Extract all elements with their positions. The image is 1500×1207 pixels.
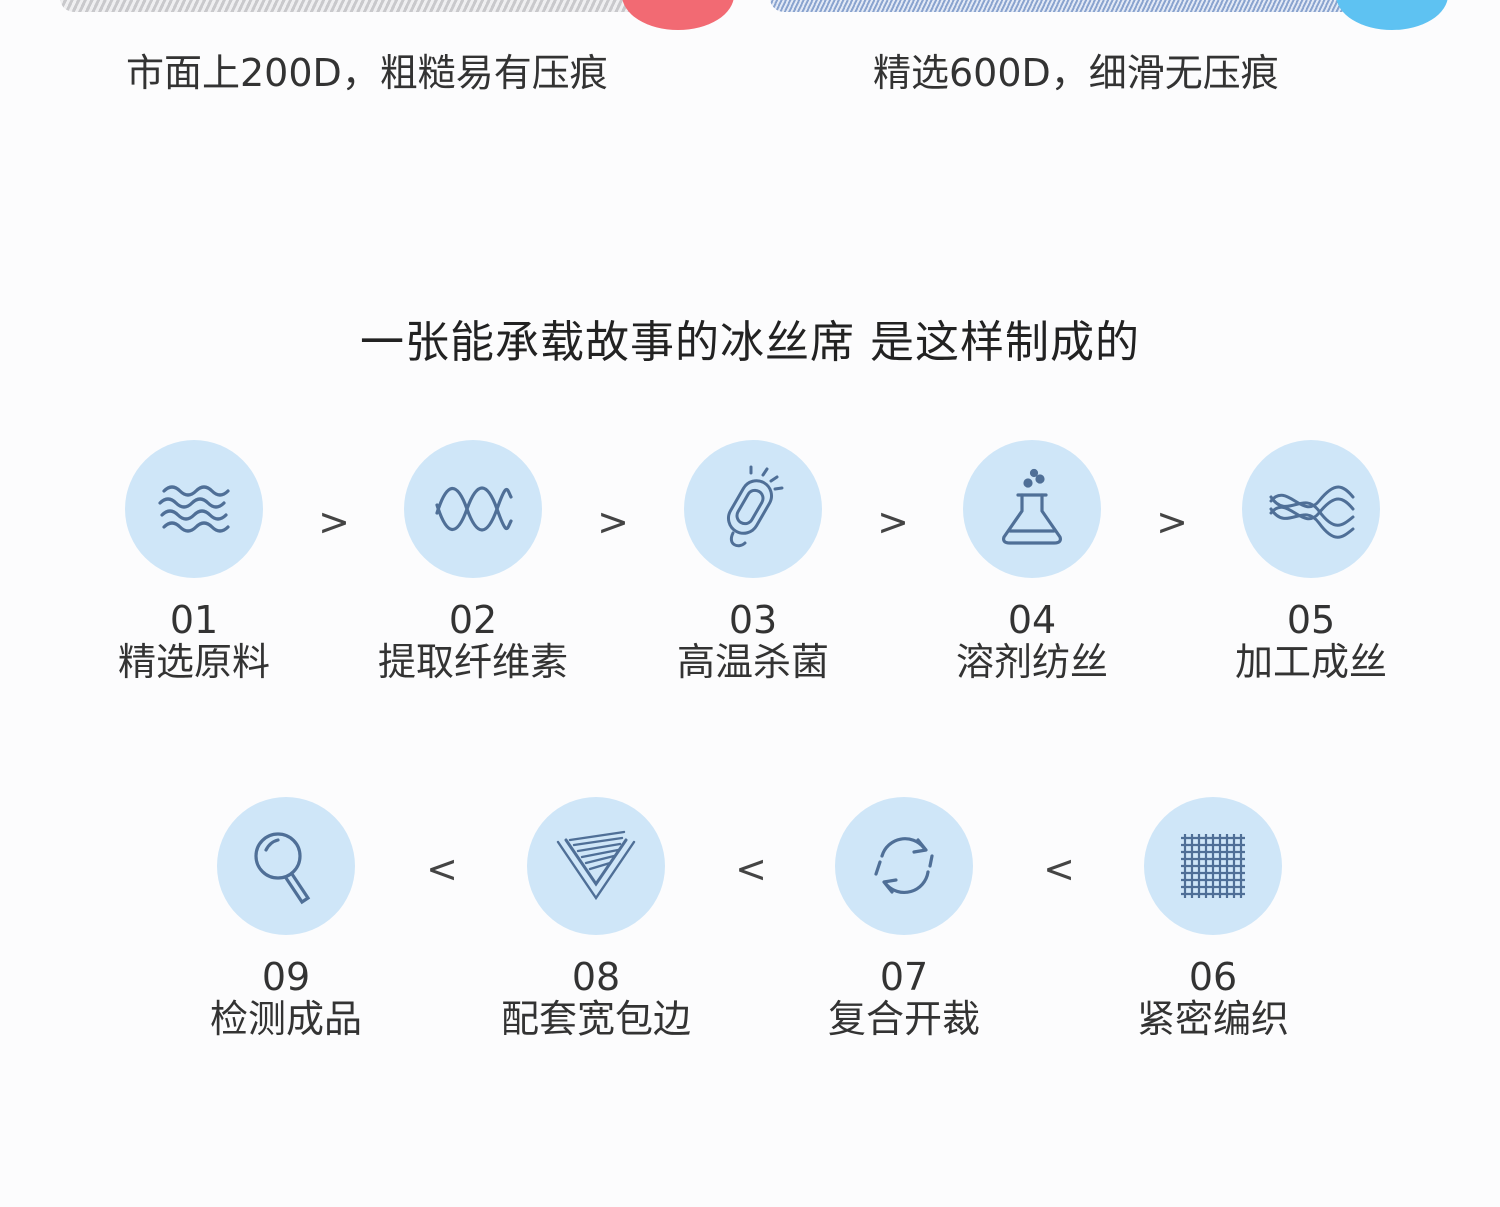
- fine-fabric-swatch: [770, 0, 1410, 12]
- step-06: 06 紧密编织: [1093, 797, 1333, 1041]
- section-title: 一张能承载故事的冰丝席 是这样制成的: [360, 317, 1140, 368]
- prev-arrow: <: [426, 847, 458, 891]
- step-label: 加工成丝: [1234, 640, 1387, 684]
- step-icon-circle: [1144, 797, 1282, 935]
- step-number: 05: [1286, 598, 1336, 642]
- step-01: 01 精选原料: [74, 440, 314, 684]
- coarse-fabric-caption: 市面上200D，粗糙易有压痕: [126, 51, 608, 95]
- bad-badge-icon: [622, 0, 734, 30]
- step-icon-circle: [404, 440, 542, 578]
- step-label: 配套宽包边: [500, 997, 691, 1041]
- step-09: 09 检测成品: [166, 797, 406, 1041]
- step-number: 08: [571, 955, 621, 999]
- step-icon-circle: [835, 797, 973, 935]
- step-02: 02 提取纤维素: [353, 440, 593, 684]
- next-arrow: >: [597, 500, 629, 544]
- step-label: 高温杀菌: [676, 640, 829, 684]
- step-label: 精选原料: [117, 640, 270, 684]
- step-03: 03 高温杀菌: [633, 440, 873, 684]
- prev-arrow: <: [735, 847, 767, 891]
- braid-icon: [1269, 485, 1355, 539]
- cycle-arrows-icon: [874, 837, 934, 895]
- step-number: 01: [169, 598, 219, 642]
- next-arrow: >: [1156, 500, 1188, 544]
- step-number: 03: [728, 598, 778, 642]
- step-label: 检测成品: [209, 997, 362, 1041]
- waves-icon: [158, 485, 230, 533]
- next-arrow: >: [318, 500, 350, 544]
- step-number: 02: [448, 598, 498, 642]
- fine-fabric-caption: 精选600D，细滑无压痕: [873, 51, 1279, 95]
- step-number: 06: [1188, 955, 1238, 999]
- bacteria-icon: [727, 465, 784, 548]
- step-08: 08 配套宽包边: [476, 797, 716, 1041]
- step-05: 05 加工成丝: [1191, 440, 1431, 684]
- flask-icon: [1002, 468, 1062, 545]
- step-icon-circle: [527, 797, 665, 935]
- prev-arrow: <: [1043, 847, 1075, 891]
- step-number: 07: [879, 955, 929, 999]
- step-icon-circle: [125, 440, 263, 578]
- step-icon-circle: [684, 440, 822, 578]
- helix-icon: [435, 486, 513, 532]
- step-icon-circle: [1242, 440, 1380, 578]
- grid-weave-icon: [1181, 834, 1245, 898]
- step-label: 提取纤维素: [377, 640, 568, 684]
- step-icon-circle: [963, 440, 1101, 578]
- step-icon-circle: [217, 797, 355, 935]
- step-label: 复合开裁: [827, 997, 980, 1041]
- step-label: 溶剂纺丝: [955, 640, 1108, 684]
- step-04: 04 溶剂纺丝: [912, 440, 1152, 684]
- step-07: 07 复合开裁: [784, 797, 1024, 1041]
- step-number: 09: [261, 955, 311, 999]
- step-number: 04: [1007, 598, 1057, 642]
- step-label: 紧密编织: [1136, 997, 1289, 1041]
- next-arrow: >: [877, 500, 909, 544]
- magnifier-icon: [254, 832, 311, 905]
- edge-binding-icon: [556, 830, 636, 901]
- coarse-fabric-swatch: [60, 0, 700, 12]
- good-badge-icon: [1336, 0, 1448, 30]
